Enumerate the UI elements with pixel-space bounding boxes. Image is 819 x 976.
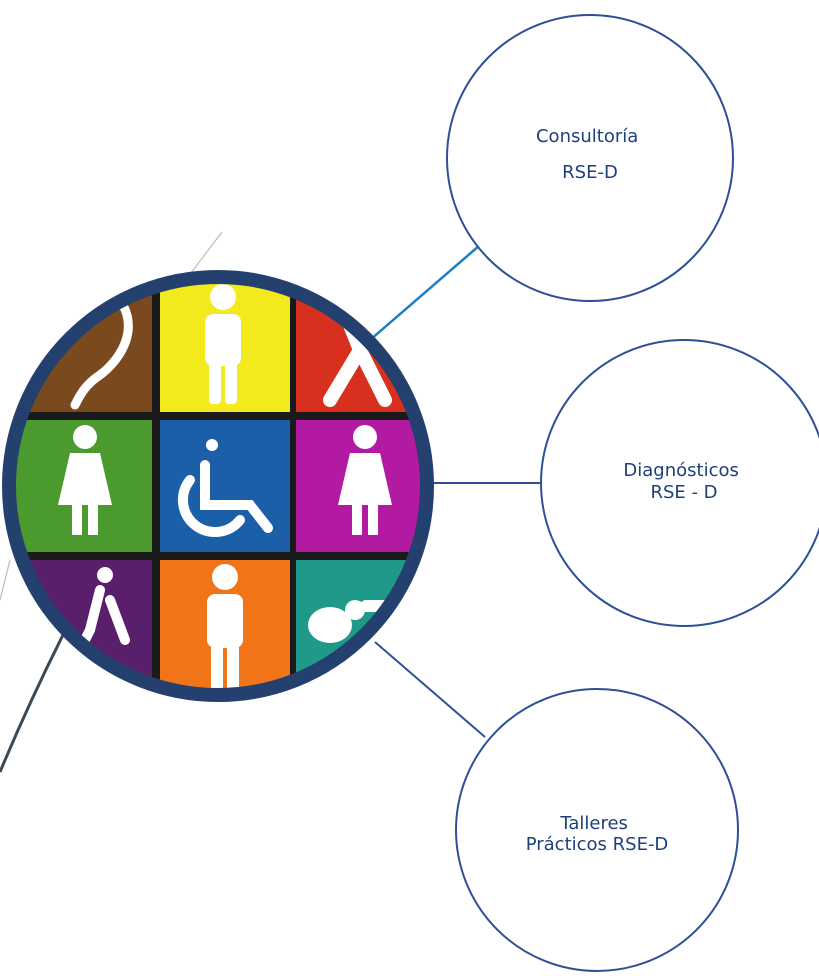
person-icon bbox=[205, 284, 241, 404]
node-consultoria: Consultoría RSE-D bbox=[446, 14, 734, 302]
person-icon bbox=[207, 564, 243, 694]
woman-icon bbox=[338, 425, 392, 535]
node-consultoria-line-1: Consultoría bbox=[536, 126, 638, 147]
svg-text:Diagnósticos RSE - D: Diagnósticos RSE - D bbox=[623, 460, 744, 503]
decor-curve-dark bbox=[0, 624, 70, 773]
hub-ring bbox=[2, 270, 434, 702]
node-talleres-line-2: Prácticos RSE-D bbox=[526, 834, 669, 855]
node-diagnosticos-line-2: RSE - D bbox=[650, 482, 717, 503]
node-diagnosticos: Diagnósticos RSE - D bbox=[540, 339, 819, 627]
wheelchair-icon bbox=[178, 439, 273, 537]
connector-consultoria bbox=[369, 244, 481, 341]
connector-talleres bbox=[374, 641, 486, 738]
svg-text:Consultoría RSE-D: Consultoría RSE-D bbox=[536, 126, 644, 183]
node-talleres-line-1: Talleres bbox=[559, 813, 628, 834]
node-diagnosticos-line-1: Diagnósticos bbox=[623, 460, 738, 481]
node-consultoria-line-2: RSE-D bbox=[562, 162, 618, 183]
sign-language-hand-icon bbox=[308, 600, 390, 643]
woman-icon bbox=[58, 425, 112, 535]
ear-icon bbox=[70, 295, 133, 410]
node-talleres: Talleres Prácticos RSE-D bbox=[455, 688, 739, 972]
decor-line-left bbox=[0, 559, 11, 601]
svg-text:Talleres Prácticos RSE-D: Talleres Prácticos RSE-D bbox=[526, 813, 669, 855]
